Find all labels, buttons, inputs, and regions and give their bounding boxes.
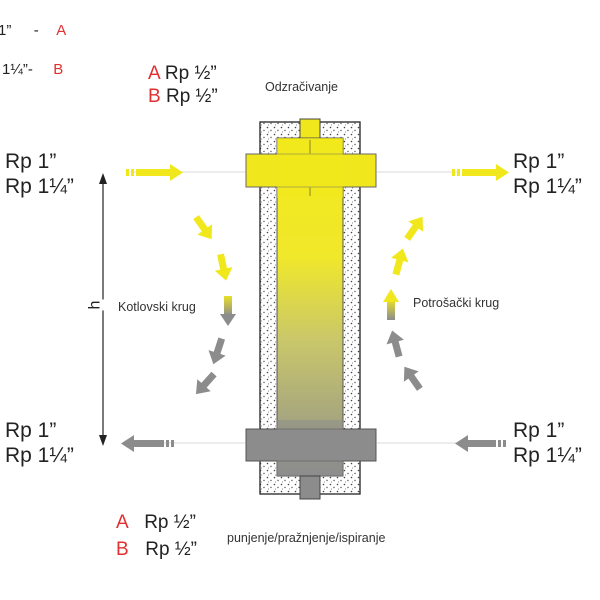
boiler-circuit-label: Kotlovski krug (118, 300, 196, 314)
bottom-port-b-text: Rp ½” (145, 539, 197, 560)
legend-row-a: 1” - A (0, 22, 66, 39)
connection-upper-right: Rp 1” Rp 1¼” (513, 149, 582, 199)
inlet-arrow-lower-right (455, 435, 506, 452)
boiler-circuit-flow-arrows (193, 215, 236, 395)
connection-upper-right-line1: Rp 1” (513, 150, 565, 173)
bottom-port-a: A Rp ½” (116, 512, 196, 534)
outlet-arrow-lower-left (121, 435, 174, 452)
inlet-arrow-upper-left (126, 164, 183, 181)
connection-lower-left-line2: Rp 1¼” (5, 444, 74, 467)
drain-cap (299, 475, 321, 500)
top-port-b-text: Rp ½” (165, 86, 218, 107)
legend-letter-b: B (53, 61, 64, 78)
connection-upper-left: Rp 1” Rp 1¼” (5, 149, 74, 199)
fill-drain-label: punjenje/pražnjenje/ispiranje (227, 531, 386, 545)
legend-row-b: 1¼”- B (2, 61, 63, 78)
legend-size-b: 1¼” (2, 61, 28, 78)
consumer-circuit-label: Potrošački krug (413, 296, 500, 310)
legend-sep-b: - (27, 61, 33, 78)
connection-lower-right: Rp 1” Rp 1¼” (513, 418, 582, 468)
top-port-b-letter: B (148, 86, 161, 107)
bottom-port-a-letter: A (116, 512, 128, 533)
connection-upper-left-line2: Rp 1¼” (5, 175, 74, 198)
top-port-a-text: Rp ½” (164, 63, 217, 84)
connection-upper-right-line2: Rp 1¼” (513, 175, 582, 198)
consumer-circuit-flow-arrows (383, 216, 424, 391)
bottom-port-a-text: Rp ½” (144, 512, 196, 533)
outlet-arrow-upper-right (452, 164, 509, 181)
connection-lower-left: Rp 1” Rp 1¼” (5, 418, 74, 468)
bottom-port-b-letter: B (116, 539, 129, 560)
legend-sep-a: - (33, 22, 39, 39)
legend-size-a: 1” (0, 22, 12, 39)
height-label: h (86, 299, 105, 311)
connection-lower-left-line1: Rp 1” (5, 419, 57, 442)
venting-label: Odzračivanje (265, 80, 338, 94)
top-port-a: A Rp ½” (148, 63, 217, 85)
top-port-a-letter: A (148, 63, 160, 84)
top-port-b: B Rp ½” (148, 86, 218, 108)
legend-letter-a: A (56, 22, 67, 39)
connection-lower-right-line1: Rp 1” (513, 419, 565, 442)
connection-upper-left-line1: Rp 1” (5, 150, 57, 173)
bottom-port-b: B Rp ½” (116, 539, 197, 561)
connection-lower-right-line2: Rp 1¼” (513, 444, 582, 467)
